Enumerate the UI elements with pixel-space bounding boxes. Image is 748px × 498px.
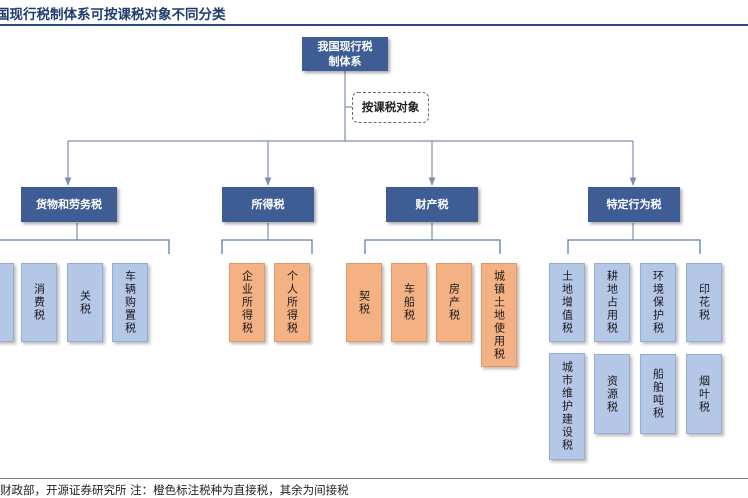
tax-leaf-label: 关税 [78,289,92,316]
tax-leaf-label: 个人所得税 [285,270,299,335]
tax-leaf-label: 车船税 [402,283,416,322]
tax-leaf-label: 契税 [357,289,371,316]
category-brace [364,239,501,254]
tax-leaf: 烟叶税 [686,354,722,434]
tax-leaf: 印花税 [686,263,722,342]
tax-leaf-label: 企业所得税 [240,270,254,335]
category-label: 货物和劳务税 [36,198,102,211]
category-label: 特定行为税 [606,198,662,211]
tax-leaf: 企业所得税 [229,263,265,342]
footer-divider [0,478,748,479]
category-brace [0,239,170,254]
tax-leaf: 耕地占用税 [594,263,630,342]
tax-leaf: 车辆购置税 [112,263,148,342]
category-property: 财产税 [386,187,478,222]
tax-leaf-label: 消费税 [32,283,46,322]
root-node-label: 我国现行税制体系 [317,40,373,68]
connector-label-box: 按课税对象 [352,92,429,123]
tax-leaf: 船舶吨税 [640,354,676,434]
root-node: 我国现行税制体系 [302,37,388,71]
title-divider [0,24,748,26]
tax-leaf-label: 船舶吨税 [651,368,665,420]
tax-leaf-label: 城市维护建设税 [560,361,574,452]
tax-leaf-label: 环境保护税 [651,270,665,335]
tax-leaf-label: 房产税 [447,283,461,322]
category-label: 财产税 [415,198,449,211]
tax-leaf: 房产税 [436,263,472,342]
tax-leaf: 消费税 [21,263,57,342]
tax-leaf-label: 土地增值税 [560,270,574,335]
tax-leaf: 契税 [346,263,382,342]
tax-leaf: 个人所得税 [274,263,310,342]
tax-leaf: 环境保护税 [640,263,676,342]
tax-leaf: 关税 [67,263,103,342]
tax-leaf-label: 印花税 [697,283,711,322]
tax-leaf: 城镇土地使用税 [481,263,517,367]
category-label: 所得税 [251,198,285,211]
figure-title: 国现行税制体系可按课税对象不同分类 [0,7,226,23]
tax-leaf-label: 城镇土地使用税 [492,269,506,361]
tax-leaf [0,263,14,342]
tax-leaf-label: 烟叶税 [697,374,711,414]
tax-leaf: 城市维护建设税 [549,353,585,460]
category-specific-behavior: 特定行为税 [588,187,680,222]
category-brace [567,239,701,254]
category-brace [221,239,313,254]
tax-leaf: 土地增值税 [549,263,585,342]
tax-leaf-label: 车辆购置税 [123,270,137,335]
tax-leaf-label: 资源税 [605,374,619,414]
category-goods-services: 货物和劳务税 [21,187,117,222]
category-income: 所得税 [222,187,314,222]
source-note: 财政部，开源证券研究所 注：橙色标注税种为直接税，其余为间接税 [0,483,349,497]
tax-leaf: 资源税 [594,354,630,434]
tax-leaf-label: 耕地占用税 [605,270,619,335]
tax-leaf: 车船税 [391,263,427,342]
connector-label-text: 按课税对象 [361,100,420,114]
